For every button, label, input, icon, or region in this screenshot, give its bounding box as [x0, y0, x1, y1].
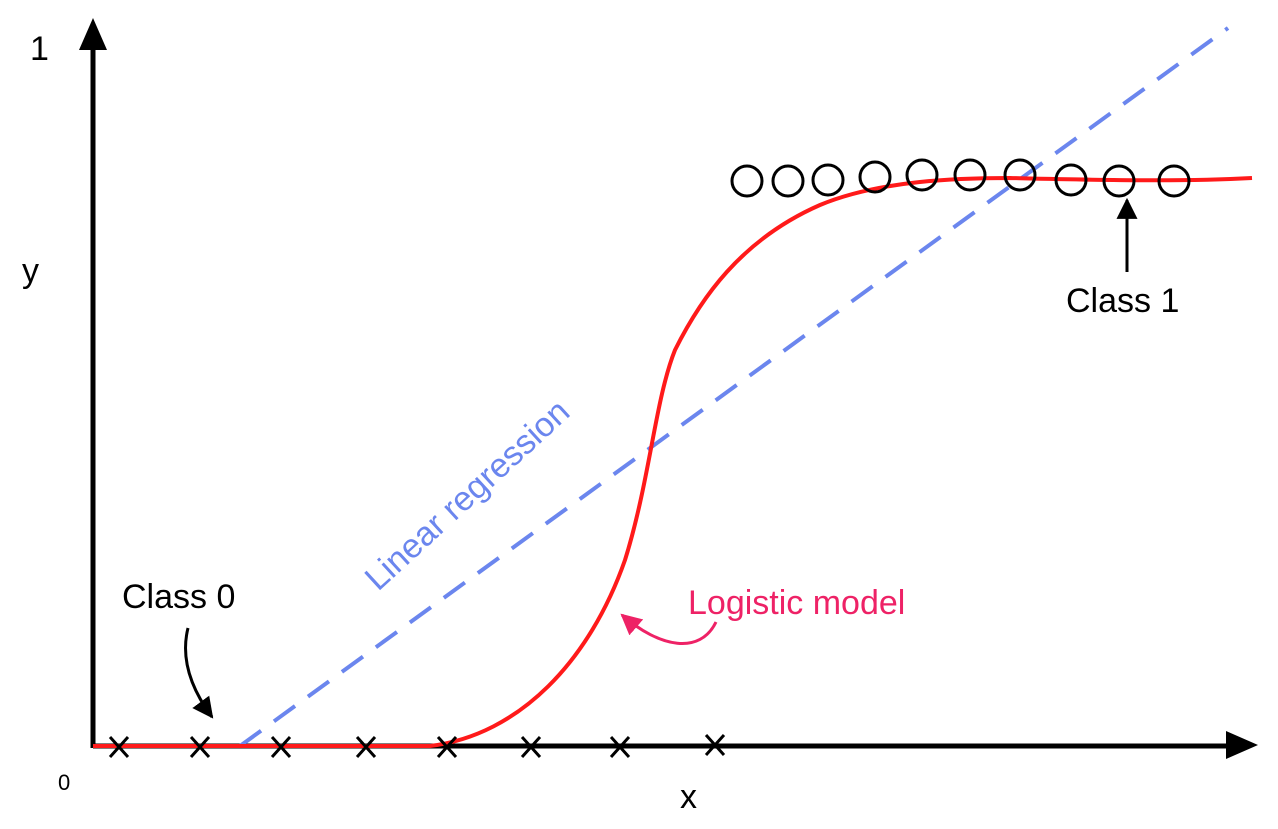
x-axis-label: x [680, 778, 697, 816]
logistic-model-label: Logistic model [688, 584, 905, 622]
class-1-marker [905, 158, 939, 192]
class-1-marker [1157, 164, 1191, 198]
class-0-marker [609, 735, 631, 759]
logistic-curve [93, 175, 1253, 748]
linear-regression-line [238, 26, 1230, 748]
x-axis-arrowhead [1226, 731, 1258, 759]
class-1-marker [811, 163, 845, 197]
class-0-marker [108, 735, 130, 759]
class-1-marker [1102, 164, 1136, 198]
axes [79, 18, 1258, 759]
class-1-marker [730, 164, 764, 198]
class-0-marker [189, 735, 211, 759]
class-1-marker [858, 160, 892, 194]
logistic-model-pointer-arrow [620, 613, 718, 645]
class-0-marker [436, 735, 458, 759]
class-0-marker [270, 735, 292, 759]
class-1-marker [953, 158, 987, 192]
y-axis-arrowhead [79, 18, 107, 50]
class-1-markers [730, 158, 1191, 198]
class-1-marker [1003, 158, 1037, 192]
class-0-marker [355, 735, 377, 759]
class-1-marker [1054, 163, 1088, 197]
linear-regression-label: Linear regression [358, 392, 577, 597]
class-1-marker [771, 164, 805, 198]
class-0-marker [704, 733, 726, 757]
class-0-marker [520, 735, 542, 759]
y-axis-top-tick: 1 [30, 30, 49, 68]
class-1-label: Class 1 [1066, 282, 1179, 320]
class-0-label: Class 0 [122, 578, 235, 616]
class-0-pointer-arrow [184, 627, 214, 719]
y-axis-label: y [22, 252, 39, 290]
class-0-markers [108, 733, 726, 759]
origin-tick: 0 [58, 770, 70, 795]
